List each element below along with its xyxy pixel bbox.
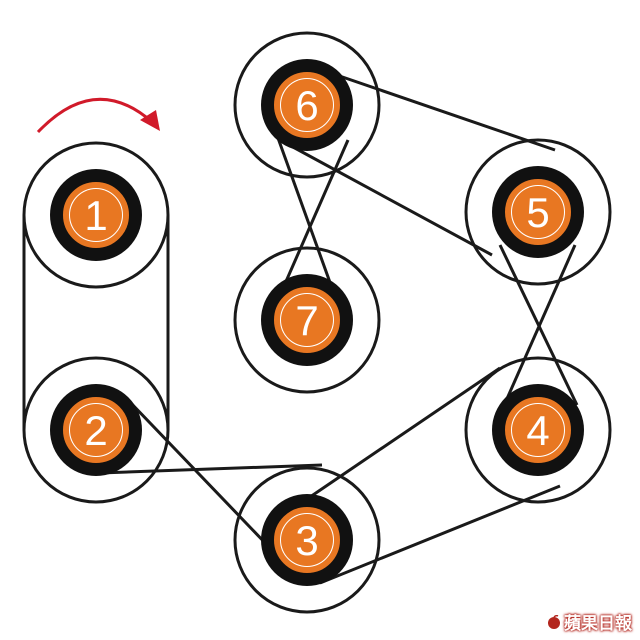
belt-2-3-bottom — [99, 463, 323, 475]
pulley-1-label: 1 — [84, 192, 107, 239]
pulley-3-label: 3 — [295, 517, 318, 564]
watermark: 蘋果日報 — [547, 609, 632, 634]
belt-3-4-bottom — [319, 484, 561, 585]
belts — [22, 68, 579, 585]
apple-logo-icon — [548, 614, 560, 629]
pulley-2-label: 2 — [84, 407, 107, 454]
pulley-6: 6 — [233, 31, 381, 179]
pulley-7: 7 — [233, 246, 381, 394]
pulley-1: 1 — [22, 141, 170, 289]
pulley-7-label: 7 — [295, 297, 318, 344]
belt-6-7-cross-b — [282, 139, 350, 287]
pulley-4-label: 4 — [526, 407, 549, 454]
belt-2-3-top — [126, 398, 272, 550]
pulley-4: 4 — [464, 356, 612, 504]
belt-6-7-cross-a — [276, 137, 334, 289]
belt-5-6-top — [321, 68, 556, 152]
belt-4-5-cross-b — [500, 244, 577, 411]
belt-3-4-top — [309, 366, 501, 499]
pulley-3: 3 — [233, 466, 381, 614]
pulley-2: 2 — [22, 356, 170, 504]
rotation-arrow-icon — [36, 97, 160, 134]
watermark-text: 蘋果日報 — [564, 614, 632, 634]
belt-5-6-bottom — [279, 138, 493, 257]
pulley-6-label: 6 — [295, 82, 318, 129]
pulley-5: 5 — [464, 138, 612, 286]
pulley-5-label: 5 — [526, 189, 549, 236]
